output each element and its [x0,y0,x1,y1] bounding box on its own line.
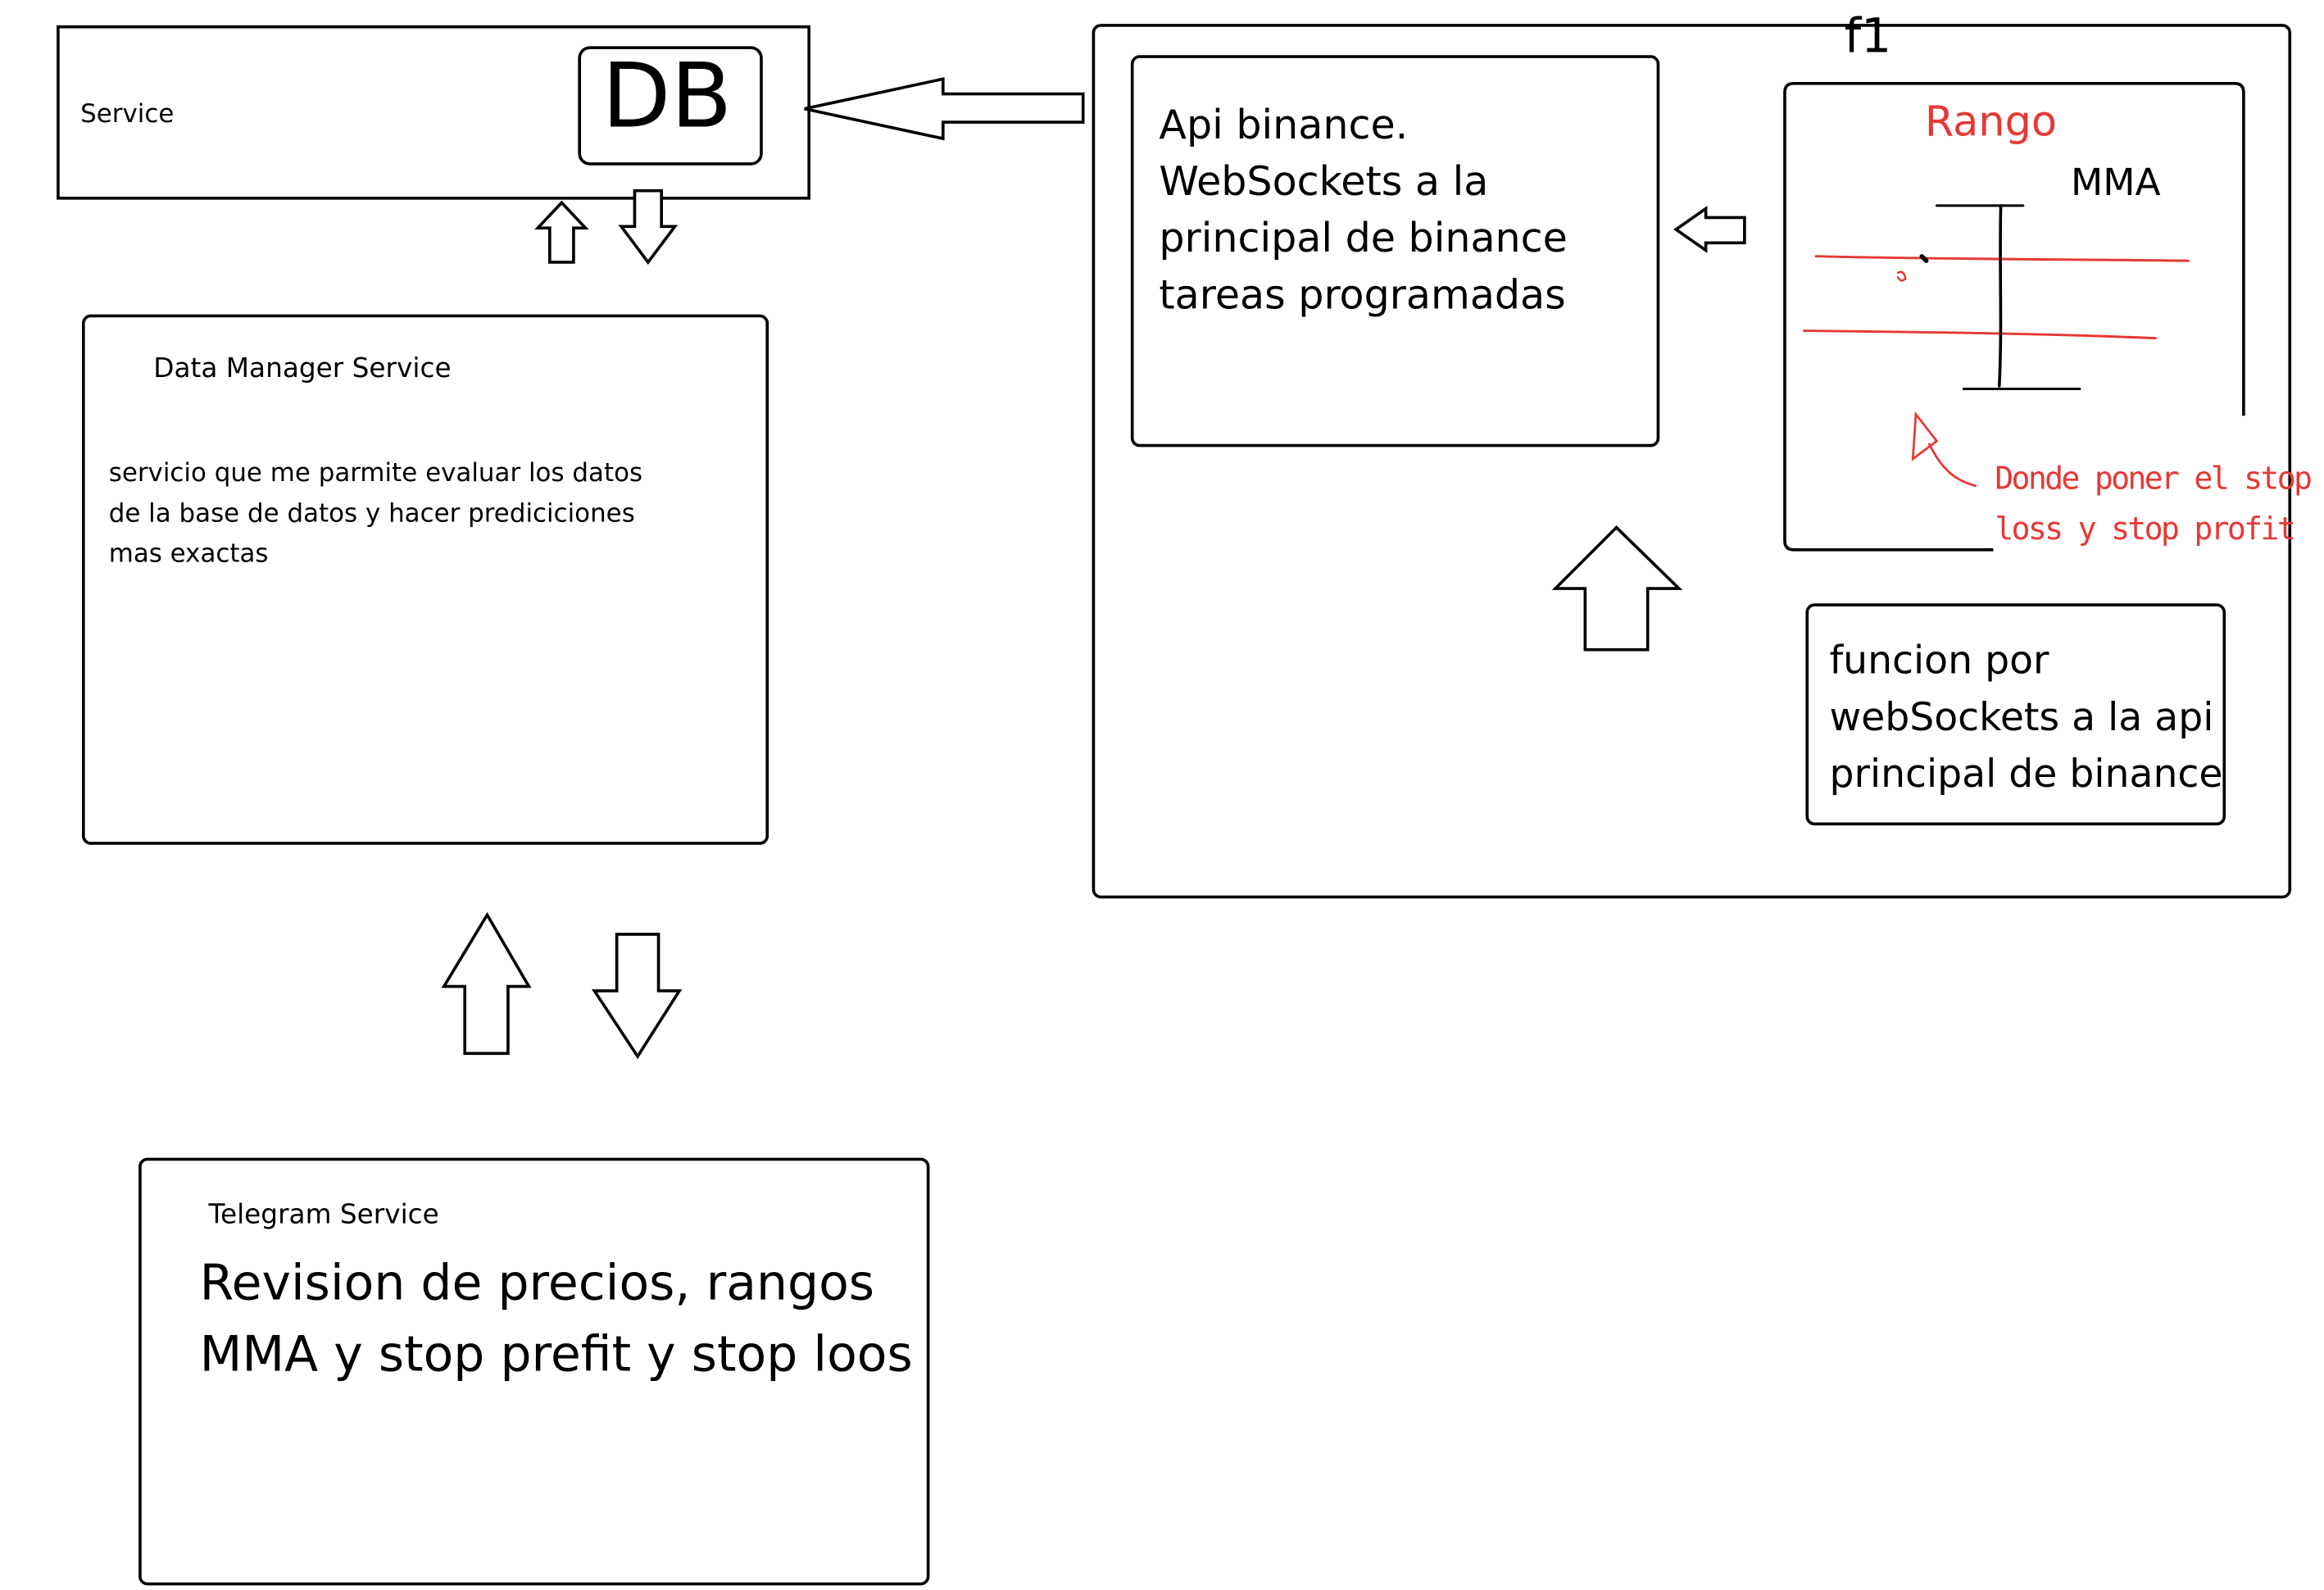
db-label: DB [601,44,733,149]
arrow-left-to-service [804,77,1085,141]
vertical-whisker [1997,204,2003,388]
mark-dot [1919,253,1929,263]
telegram-description: Revision de precios, rangos MMA y stop p… [199,1252,913,1383]
service-label: Service [80,99,175,130]
arrow-up-to-api [1551,525,1683,652]
data-manager-title: Data Manager Service [153,352,452,385]
service-box: Service DB [57,25,810,200]
lower-range-line [1803,329,2158,340]
upper-range-line [1814,255,2190,262]
f1-label: f1 [1844,7,1892,65]
stop-loss-annotation: Donde poner el stop loss y stop profit [1995,460,2313,547]
db-box: DB [578,44,763,166]
data-manager-service-box: Data Manager Service servicio que me par… [81,314,769,845]
telegram-title: Telegram Service [208,1199,439,1231]
websocket-function-box: funcion por webSockets a la api principa… [1805,603,2226,826]
range-lines [1803,204,2190,488]
telegram-service-box: Telegram Service Revision de precios, ra… [138,1157,930,1586]
rango-label: Rango [1924,97,2058,147]
data-manager-description: servicio que me parmite evaluar los dato… [108,458,643,570]
arrow-down-telegram [592,933,683,1060]
arrow-up-service [534,200,589,264]
mark-scribble [1896,270,1907,282]
websocket-function-text: funcion por webSockets a la api principa… [1829,638,2223,797]
arrow-left-to-api [1673,206,1746,253]
api-binance-box: Api binance. WebSockets a la principal d… [1130,55,1660,447]
arrow-down-service [618,189,679,265]
annotation-arrow [1911,411,1977,488]
mma-label: MMA [2071,161,2161,205]
api-binance-text: Api binance. WebSockets a la principal d… [1159,102,1568,320]
arrow-up-telegram [441,911,532,1056]
